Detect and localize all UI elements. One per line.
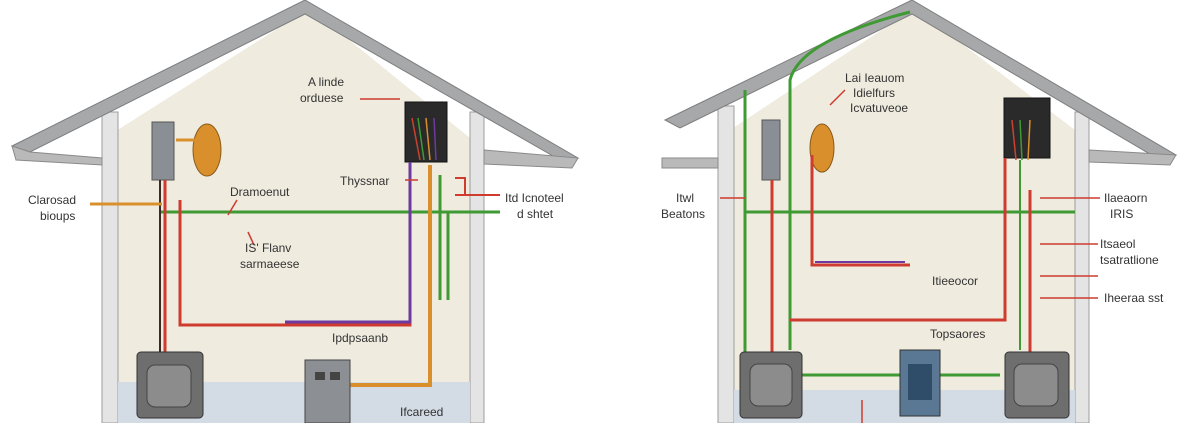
left-house-right-wall	[469, 111, 485, 424]
right-label-top-2: Idielfurs	[853, 86, 895, 100]
right-junction-box	[1003, 97, 1051, 159]
left-label-lower: Ipdpsaanb	[332, 331, 388, 345]
left-label-transfer: Thyssnar	[340, 174, 389, 188]
left-orange-wire	[345, 165, 432, 387]
left-label-mid-b-1: IS' Flanv	[245, 241, 291, 255]
right-label-left-1: Itwl	[676, 191, 694, 205]
left-red-out	[455, 177, 500, 196]
left-label-top-1: A linde	[308, 75, 344, 89]
right-label-right-c: Iheeraa sst	[1104, 291, 1164, 305]
right-label-top-3: Icvatuveoe	[850, 101, 908, 115]
left-house-eave-right	[483, 149, 579, 169]
right-house-eave-right	[1088, 149, 1177, 166]
right-house-eave-left	[661, 157, 719, 169]
right-house: Lai Ieauom Idielfurs Icvatuveoe Itwl Bea…	[661, 0, 1178, 424]
right-label-left-2: Beatons	[661, 207, 705, 221]
left-green-wire	[160, 175, 500, 300]
right-house-left-wall	[717, 105, 735, 424]
left-label-left-2: bioups	[40, 209, 75, 223]
left-house-left-wall	[101, 111, 119, 424]
left-label-left-1: Clarosad	[28, 193, 76, 207]
right-label-right-b-2: tsatratlione	[1100, 253, 1159, 267]
left-house-interior	[105, 8, 470, 423]
right-label-bottom: Topsaores	[930, 327, 985, 341]
left-purple-wire	[285, 162, 412, 324]
right-green-wire	[743, 10, 1075, 377]
right-label-right-a-2: IRIS	[1110, 207, 1133, 221]
left-house-eave-left	[11, 145, 103, 166]
left-label-bottom: Ifcareed	[400, 405, 443, 419]
left-label-mid-a: Dramoenut	[230, 185, 290, 199]
left-label-right-1: Itd Icnoteel	[505, 191, 564, 205]
left-junction-box	[404, 101, 448, 163]
right-label-mid: Itieeocor	[932, 274, 978, 288]
left-house: A linde orduese Clarosad bioups Dramoenu…	[10, 0, 580, 424]
left-label-right-2: d shtet	[517, 207, 554, 221]
left-meter	[151, 121, 175, 181]
left-label-mid-b-2: sarmaeese	[240, 257, 300, 271]
left-meter-bracket	[192, 123, 222, 177]
right-label-top-1: Lai Ieauom	[845, 71, 904, 85]
right-house-right-wall	[1074, 111, 1090, 424]
right-meter	[761, 119, 781, 181]
right-label-right-b-1: Itsaeol	[1100, 237, 1135, 251]
left-panel-box	[304, 359, 351, 424]
right-meter-bracket	[809, 123, 835, 173]
left-label-top-2: orduese	[300, 91, 344, 105]
right-red-wire	[770, 155, 1032, 355]
right-label-right-a-1: Ilaeaorn	[1104, 191, 1147, 205]
